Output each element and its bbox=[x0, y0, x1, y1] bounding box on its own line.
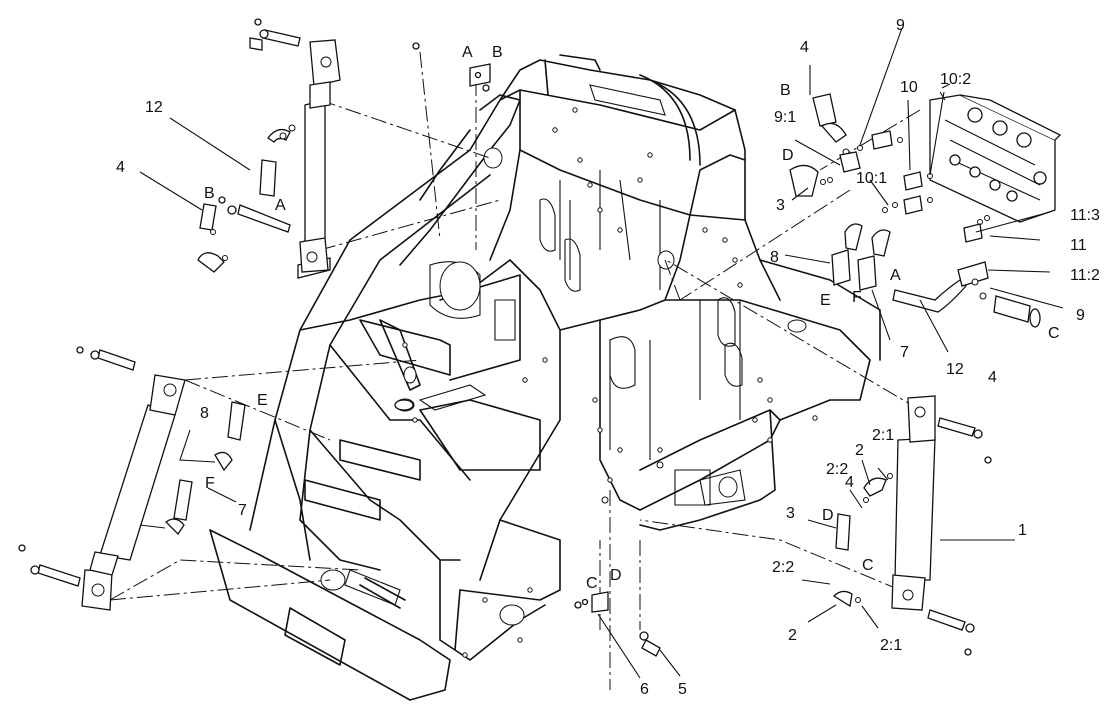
callout-5: 5 bbox=[678, 681, 687, 698]
centerlines bbox=[109, 51, 921, 690]
callout-7-right: 7 bbox=[900, 344, 909, 361]
callout-E-left: E bbox=[257, 392, 268, 409]
callout-2-2-bot: 2:2 bbox=[772, 559, 794, 576]
callout-F-left: F bbox=[205, 475, 215, 492]
cylinder-upper-left bbox=[197, 18, 341, 279]
callout-D-mid: D bbox=[822, 507, 834, 524]
callout-C-right: C bbox=[1048, 325, 1060, 342]
leader-lines bbox=[139, 27, 1064, 679]
control-valve bbox=[789, 83, 1062, 328]
callout-2-bot: 2 bbox=[788, 627, 797, 644]
cylinder-lower-left bbox=[18, 346, 246, 611]
callout-4-right: 4 bbox=[988, 369, 997, 386]
callout-9-right: 9 bbox=[1076, 307, 1085, 324]
callout-12-left: 12 bbox=[145, 99, 163, 116]
callout-C-bracket: C bbox=[586, 575, 598, 592]
callout-F-right: F bbox=[852, 289, 862, 306]
callout-A-right: A bbox=[890, 267, 901, 284]
callout-D-bracket: D bbox=[610, 567, 622, 584]
callout-8-right: 8 bbox=[770, 249, 779, 266]
callout-D-top: D bbox=[782, 147, 794, 164]
callout-4-mid: 4 bbox=[845, 474, 854, 491]
callout-4-left: 4 bbox=[116, 159, 125, 176]
callout-2-1-bot: 2:1 bbox=[880, 637, 902, 654]
callout-3-mid: 3 bbox=[786, 505, 795, 522]
loader-frame bbox=[209, 54, 881, 701]
callout-6: 6 bbox=[640, 681, 649, 698]
callout-10: 10 bbox=[900, 79, 918, 96]
cylinder-right bbox=[832, 395, 992, 656]
small-parts bbox=[412, 42, 661, 657]
callout-8-left: 8 bbox=[200, 405, 209, 422]
callout-B-bracket: B bbox=[492, 44, 503, 61]
callout-A-bracket: A bbox=[462, 44, 473, 61]
callout-2-top: 2 bbox=[855, 442, 864, 459]
callout-C-mid: C bbox=[862, 557, 874, 574]
callout-9-top: 9 bbox=[896, 17, 905, 34]
callout-B-top: B bbox=[780, 82, 791, 99]
callout-10-2: 10:2 bbox=[940, 71, 971, 88]
callout-10-1: 10:1 bbox=[856, 170, 887, 187]
callout-labels: 4 9 B 9:1 10 10:2 D 10:1 3 11:3 11 8 A 1… bbox=[116, 17, 1100, 698]
callout-11: 11 bbox=[1070, 237, 1087, 254]
callout-2-2-top: 2:2 bbox=[826, 461, 848, 478]
callout-9-1: 9:1 bbox=[774, 109, 796, 126]
callout-11-3: 11:3 bbox=[1070, 207, 1100, 224]
callout-B-left: B bbox=[204, 185, 215, 202]
callout-7-left: 7 bbox=[238, 502, 247, 519]
callout-4-top: 4 bbox=[800, 39, 809, 56]
callout-2-1-top: 2:1 bbox=[872, 427, 894, 444]
callout-E-right: E bbox=[820, 292, 831, 309]
callout-12-right: 12 bbox=[946, 361, 964, 378]
callout-A-left: A bbox=[275, 197, 286, 214]
callout-1: 1 bbox=[1018, 522, 1027, 539]
callout-3-top: 3 bbox=[776, 197, 785, 214]
callout-11-2: 11:2 bbox=[1070, 267, 1100, 284]
